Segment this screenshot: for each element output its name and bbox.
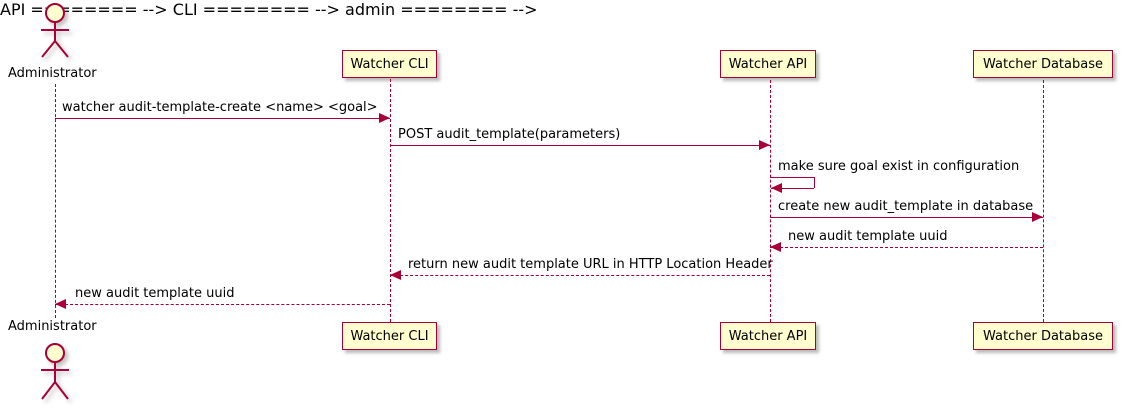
message-5-label: new audit template uuid (788, 229, 948, 244)
lifeline-watcher-cli (390, 79, 391, 322)
message-2-line (390, 145, 770, 146)
lifeline-watcher-database (1043, 80, 1044, 322)
participant-watcher-api-top: Watcher API (720, 50, 816, 78)
actor-name-top: Administrator (8, 66, 97, 81)
message-3-loop-right (814, 177, 815, 188)
message-2-arrowhead-icon (759, 140, 770, 150)
message-3-loop-top (770, 177, 814, 178)
message-6-line (390, 275, 770, 276)
participant-watcher-api-bottom: Watcher API (720, 322, 816, 350)
message-1-arrowhead-icon (379, 113, 390, 123)
message-5-line (770, 247, 1043, 248)
lifeline-administrator (55, 84, 56, 318)
actor-stick-figure-icon-top (41, 3, 69, 58)
lifeline-watcher-api (770, 80, 771, 322)
message-1-line (55, 118, 390, 119)
message-4-line (770, 217, 1043, 218)
message-5-arrowhead-icon (770, 242, 781, 252)
message-6-arrowhead-icon (390, 270, 401, 280)
actor-name-bottom: Administrator (8, 319, 97, 334)
message-3-label: make sure goal exist in configuration (778, 159, 1020, 174)
message-6-label: return new audit template URL in HTTP Lo… (408, 257, 773, 272)
message-1-label: watcher audit-template-create <name> <go… (62, 100, 378, 115)
message-7-line (55, 304, 390, 305)
participant-watcher-cli-top: Watcher CLI (342, 50, 437, 78)
message-4-arrowhead-icon (1032, 212, 1043, 222)
message-4-label: create new audit_template in database (778, 199, 1034, 214)
participant-watcher-cli-bottom: Watcher CLI (342, 322, 437, 350)
message-3-loop-bottom (771, 188, 814, 189)
actor-stick-figure-icon-bottom (41, 343, 69, 400)
message-7-arrowhead-icon (55, 299, 66, 309)
message-7-label: new audit template uuid (75, 286, 235, 301)
message-3-arrowhead-icon (771, 183, 782, 193)
message-2-label: POST audit_template(parameters) (398, 127, 621, 142)
participant-watcher-database-top: Watcher Database (973, 50, 1113, 78)
participant-watcher-database-bottom: Watcher Database (973, 322, 1113, 350)
